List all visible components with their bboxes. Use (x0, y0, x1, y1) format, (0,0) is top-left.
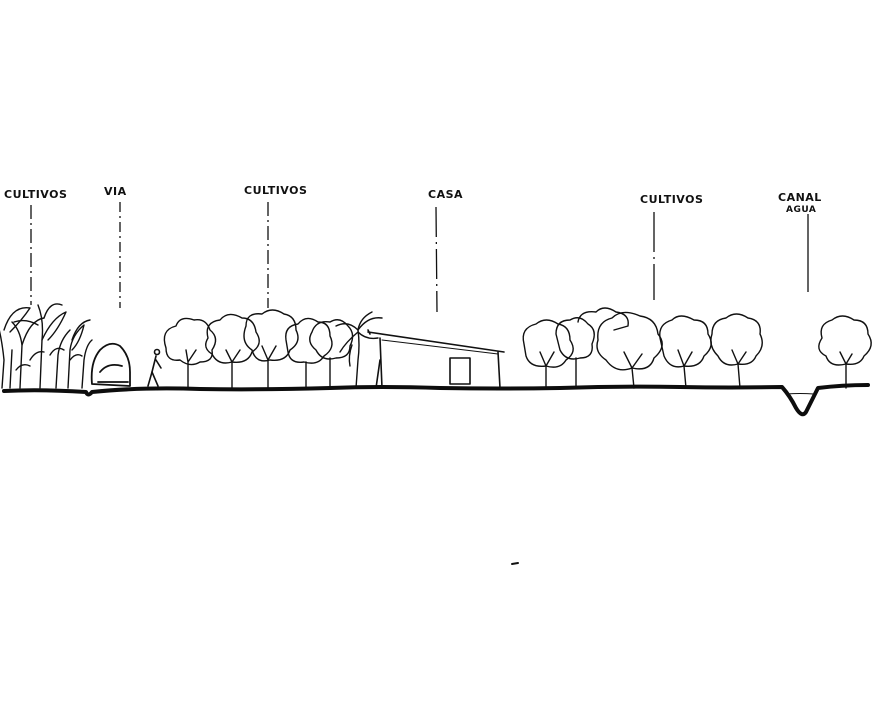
label-cultivos-right: CULTIVOS (640, 193, 703, 206)
banana-plants-left (0, 303, 93, 389)
label-cultivos-center: CULTIVOS (244, 184, 307, 197)
person-figure (147, 348, 162, 387)
trees-center (163, 309, 354, 389)
ground-line (2, 383, 870, 417)
palm-tree (335, 311, 383, 389)
house (367, 329, 505, 389)
leader-lines (30, 202, 809, 313)
canal-water (785, 393, 815, 395)
label-cultivos-left: CULTIVOS (4, 188, 67, 201)
tree-canal (818, 315, 872, 389)
trees-right (522, 307, 763, 389)
label-via: VIA (104, 185, 127, 198)
label-canal: CANAL (778, 191, 822, 204)
label-casa: CASA (428, 188, 463, 201)
car-sketch (90, 342, 131, 387)
stray-mark (511, 562, 519, 565)
label-agua: AGUA (786, 205, 816, 215)
